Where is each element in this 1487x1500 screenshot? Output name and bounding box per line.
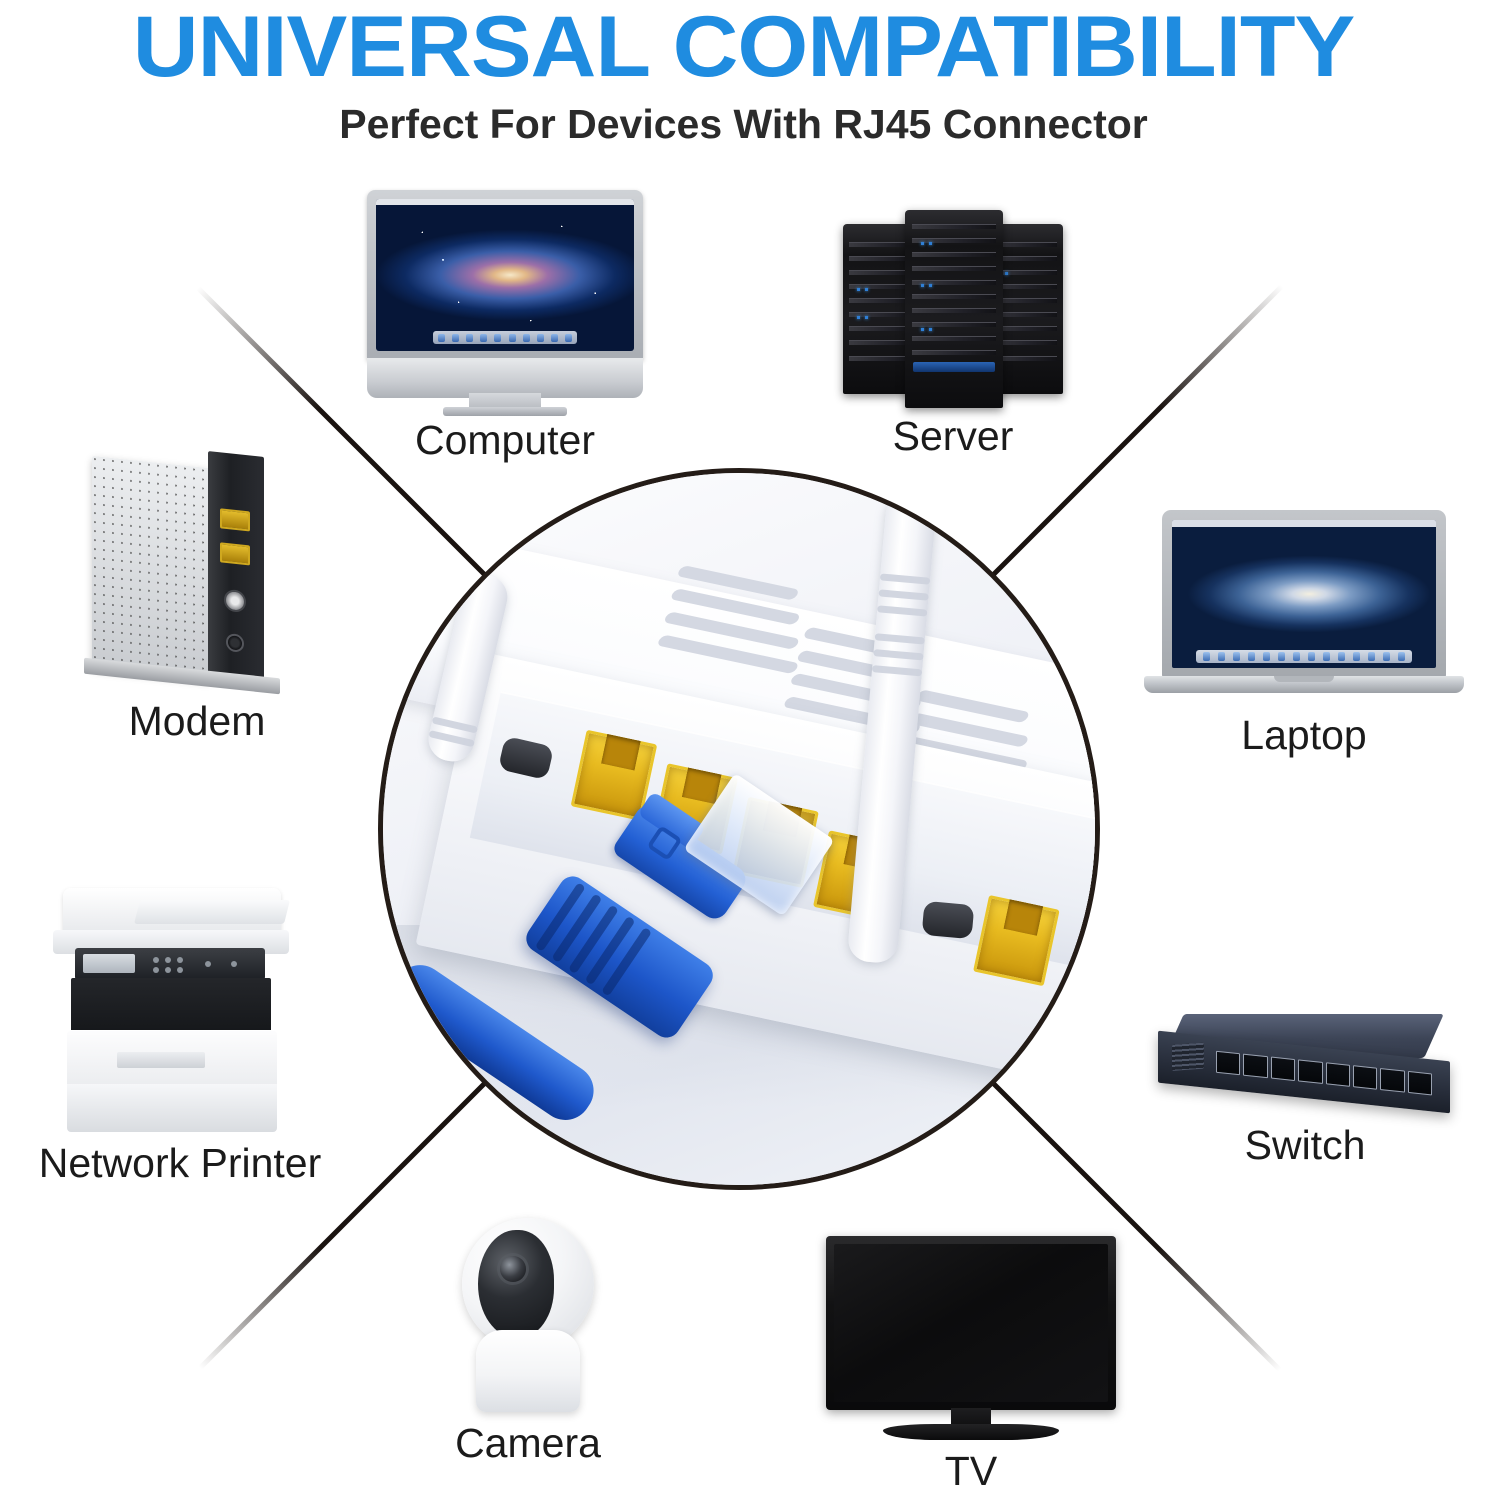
page-title: UNIVERSAL COMPATIBILITY — [132, 0, 1356, 95]
device-node-tv: TV — [826, 1236, 1116, 1496]
cable-modem-icon — [82, 446, 312, 696]
device-label-camera: Camera — [455, 1420, 601, 1466]
device-node-modem: Modem — [52, 446, 342, 746]
page-subtitle: Perfect For Devices With RJ45 Connector — [339, 101, 1148, 147]
television-icon — [826, 1236, 1116, 1446]
desktop-computer-icon — [361, 190, 649, 416]
center-router-photo — [378, 468, 1100, 1190]
device-label-computer: Computer — [414, 417, 595, 463]
device-label-network-printer: Network Printer — [38, 1140, 322, 1186]
ip-camera-icon — [448, 1218, 608, 1418]
device-node-computer: Computer — [357, 190, 653, 465]
device-node-network-printer: Network Printer — [22, 888, 338, 1188]
device-node-laptop: Laptop — [1143, 510, 1465, 760]
laptop-icon — [1144, 510, 1464, 710]
device-node-camera: Camera — [448, 1218, 608, 1468]
device-label-tv: TV — [944, 1448, 998, 1494]
device-node-switch: Switch — [1150, 1010, 1460, 1170]
printer-icon — [45, 888, 315, 1138]
antenna-hinge-right — [921, 900, 975, 940]
server-rack-icon — [843, 196, 1063, 411]
device-label-switch: Switch — [1244, 1122, 1366, 1168]
device-label-server: Server — [892, 413, 1014, 459]
device-label-laptop: Laptop — [1241, 712, 1367, 758]
device-node-server: Server — [840, 196, 1066, 461]
network-switch-icon — [1150, 1010, 1460, 1120]
device-label-modem: Modem — [128, 698, 266, 744]
